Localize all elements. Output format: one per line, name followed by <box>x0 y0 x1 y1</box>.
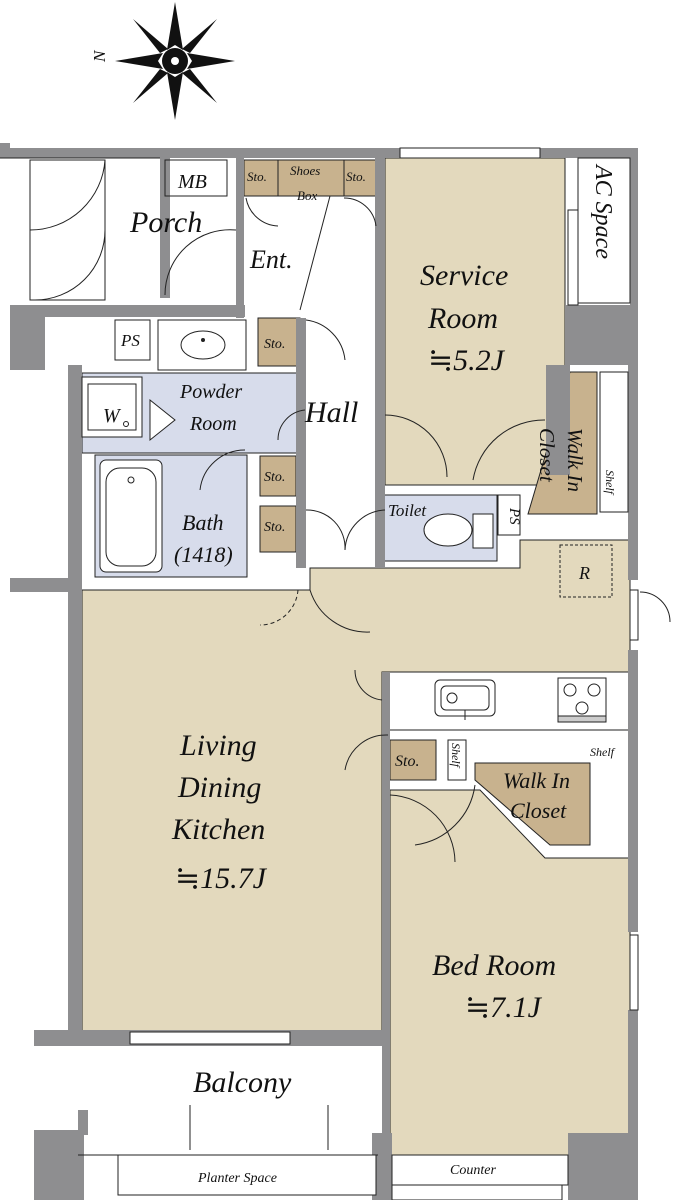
ldk-label-3: Kitchen <box>171 813 265 846</box>
storage-top-right <box>343 159 377 197</box>
ps-top-box <box>114 319 151 361</box>
ac-space-label: AC Space <box>590 163 616 259</box>
wic2-label-2: Closet <box>510 798 567 823</box>
shelf-right-box <box>599 371 629 513</box>
storage-label-4: Sto. <box>264 470 285 485</box>
walk-in-closet-label-1: Walk In <box>563 428 587 492</box>
entrance-label: Ent. <box>249 245 293 274</box>
walk-in-closet-label-2: Closet <box>535 428 559 483</box>
bath-label-2: (1418) <box>174 542 233 567</box>
storage-ldk <box>389 739 437 781</box>
ldk-label-1: Living <box>179 729 257 762</box>
service-room-area: ≒5.2J <box>428 344 506 377</box>
shoes-box-label-1: Shoes <box>290 163 320 178</box>
shelf-vertical-label: Shelf <box>449 743 463 769</box>
ldk-area: ≒15.7J <box>175 862 268 895</box>
shoes-box-label-2: Box <box>297 188 317 203</box>
windows <box>129 147 639 1200</box>
bath-label-1: Bath <box>182 510 224 535</box>
walls <box>0 143 638 1200</box>
washer-label: W <box>103 405 122 427</box>
walk-in-closet-2-floor <box>474 762 591 846</box>
storage-hall-1 <box>257 317 301 367</box>
room-labels: Porch MB Ent. Sto. Shoes Box Sto. PS Sto… <box>103 163 617 1186</box>
wic2-label-1: Walk In <box>503 768 570 793</box>
shelf-right-label: Shelf <box>603 470 617 496</box>
kitchen-sink <box>434 679 496 720</box>
toilet-label: Toilet <box>388 501 427 520</box>
bedroom-label: Bed Room <box>432 949 556 982</box>
hall-label: Hall <box>304 396 358 429</box>
wash-basin <box>157 319 247 371</box>
storage-label-6: Sto. <box>395 753 419 770</box>
refrigerator <box>559 544 613 598</box>
storage-hall-3 <box>259 505 297 553</box>
bedroom-area: ≒7.1J <box>465 991 543 1024</box>
porch-lines <box>0 157 377 311</box>
powder-door-arrow <box>149 398 176 442</box>
ps-label-toilet: PS <box>506 507 522 525</box>
storage-label-1: Sto. <box>247 169 267 184</box>
shelf-top-label: Shelf <box>590 745 616 759</box>
storage-label-3: Sto. <box>264 337 285 352</box>
storage-label-5: Sto. <box>264 520 285 535</box>
shoes-box <box>277 159 345 197</box>
refrigerator-label: R <box>578 563 590 583</box>
powder-room-label-1: Powder <box>179 381 242 403</box>
planter-space-label: Planter Space <box>197 1171 277 1186</box>
powder-room-label-2: Room <box>189 413 237 435</box>
ldk-label-2: Dining <box>177 771 261 804</box>
storage-label-2: Sto. <box>346 169 366 184</box>
ac-space <box>577 157 631 304</box>
balcony-label: Balcony <box>193 1066 292 1099</box>
shelf-vertical-box <box>447 739 467 781</box>
stove <box>557 677 607 723</box>
balcony-rails <box>78 1105 378 1196</box>
service-room-label-1: Service <box>420 259 508 292</box>
bathtub <box>99 459 163 573</box>
door-swings <box>199 319 671 863</box>
mb-label: MB <box>177 171 207 193</box>
service-room-label-2: Room <box>427 302 498 335</box>
toilet-fixture <box>423 494 521 549</box>
porch-label: Porch <box>129 206 202 239</box>
counter-box <box>391 1154 569 1186</box>
north-label: N <box>90 49 109 63</box>
counter-label: Counter <box>450 1163 496 1178</box>
compass-rose: N <box>90 2 235 120</box>
ps-label-top: PS <box>120 331 140 350</box>
